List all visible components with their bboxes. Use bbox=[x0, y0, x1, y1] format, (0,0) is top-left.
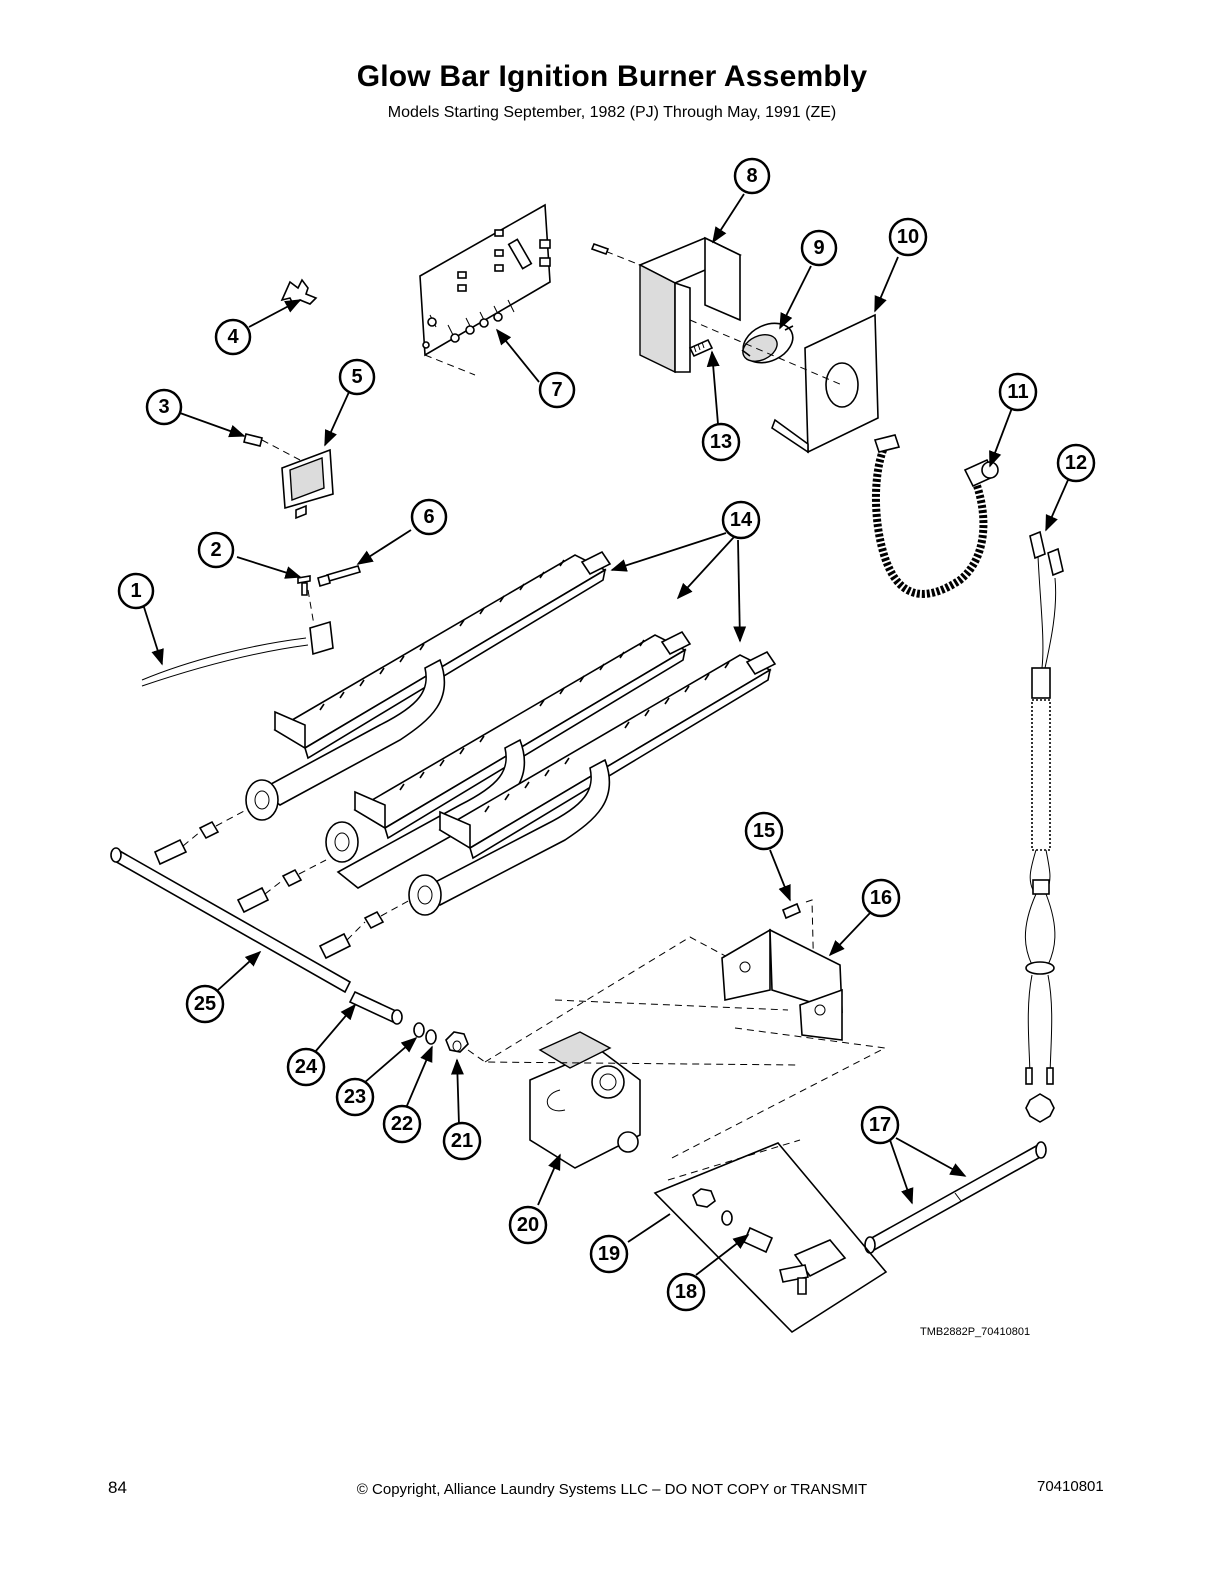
callout-22: 22 bbox=[382, 1104, 422, 1144]
svg-text:3: 3 bbox=[158, 396, 169, 418]
callout-7: 7 bbox=[538, 371, 576, 409]
part-24-nipple bbox=[348, 990, 403, 1025]
part-21-nut bbox=[445, 1031, 469, 1053]
svg-text:6: 6 bbox=[423, 506, 434, 528]
svg-text:2: 2 bbox=[210, 539, 221, 561]
part-16-valve-bracket bbox=[721, 928, 843, 1041]
svg-text:4: 4 bbox=[227, 326, 239, 348]
part-1-igniter-leads bbox=[141, 637, 309, 687]
callout-23: 23 bbox=[335, 1077, 375, 1117]
svg-text:12: 12 bbox=[1065, 452, 1087, 474]
callout-12: 12 bbox=[1056, 443, 1096, 483]
svg-text:20: 20 bbox=[517, 1214, 539, 1236]
callout-8: 8 bbox=[733, 157, 771, 195]
svg-text:19: 19 bbox=[598, 1243, 620, 1265]
callout-6: 6 bbox=[410, 498, 448, 536]
callout-11: 11 bbox=[998, 372, 1038, 412]
callout-3: 3 bbox=[145, 388, 183, 426]
burner-ports bbox=[319, 559, 730, 813]
svg-text:17: 17 bbox=[869, 1114, 891, 1136]
svg-text:8: 8 bbox=[746, 165, 757, 187]
svg-text:10: 10 bbox=[897, 226, 919, 248]
leader-lines bbox=[142, 193, 1069, 1276]
part-20-gas-valve bbox=[467, 936, 887, 1169]
svg-text:5: 5 bbox=[351, 366, 362, 388]
svg-text:7: 7 bbox=[551, 379, 562, 401]
svg-text:16: 16 bbox=[870, 887, 892, 909]
callout-19: 19 bbox=[589, 1234, 629, 1274]
part-12-wire-harness bbox=[1024, 530, 1064, 1123]
part-3-screw bbox=[243, 433, 263, 447]
drawing-id: TMB2882P_70410801 bbox=[920, 1326, 1031, 1338]
part-19-fitting-inset bbox=[653, 1142, 888, 1334]
callout-10: 10 bbox=[888, 217, 928, 257]
part-14-burner-bottom bbox=[408, 650, 777, 916]
part-6-glow-bar-igniter bbox=[307, 565, 362, 656]
part-23-o-ring bbox=[413, 1022, 425, 1038]
callout-25: 25 bbox=[185, 984, 225, 1024]
svg-text:24: 24 bbox=[295, 1056, 318, 1078]
part-22-o-ring bbox=[425, 1029, 437, 1045]
part-10-mounting-plate bbox=[689, 313, 879, 454]
callout-16: 16 bbox=[861, 878, 901, 918]
callout-17: 17 bbox=[860, 1105, 900, 1145]
svg-text:9: 9 bbox=[813, 237, 824, 259]
page-number: 84 bbox=[108, 1478, 127, 1497]
svg-text:25: 25 bbox=[194, 993, 216, 1015]
callout-4: 4 bbox=[214, 318, 252, 356]
callout-13: 13 bbox=[701, 422, 741, 462]
callout-5: 5 bbox=[338, 358, 376, 396]
callout-21: 21 bbox=[442, 1121, 482, 1161]
callout-14: 14 bbox=[721, 500, 761, 540]
svg-text:1: 1 bbox=[130, 580, 141, 602]
page-subtitle: Models Starting September, 1982 (PJ) Thr… bbox=[387, 104, 837, 121]
document-number: 70410801 bbox=[1037, 1478, 1104, 1495]
svg-text:23: 23 bbox=[344, 1086, 366, 1108]
copyright-notice: © Copyright, Alliance Laundry Systems LL… bbox=[356, 1481, 868, 1498]
svg-text:15: 15 bbox=[753, 820, 775, 842]
svg-text:22: 22 bbox=[391, 1113, 413, 1135]
svg-text:21: 21 bbox=[451, 1130, 473, 1152]
part-14-burner-middle bbox=[325, 630, 692, 889]
page-title: Glow Bar Ignition Burner Assembly bbox=[356, 60, 868, 93]
callout-20: 20 bbox=[508, 1205, 548, 1245]
part-14-burner-top bbox=[245, 550, 612, 821]
part-18-valve-fitting bbox=[667, 1139, 847, 1295]
burner-orifices bbox=[198, 809, 411, 930]
part-25-manifold bbox=[110, 831, 366, 994]
callout-18: 18 bbox=[666, 1272, 706, 1312]
part-7-circuit-board bbox=[419, 203, 551, 376]
callout-1: 1 bbox=[117, 572, 155, 610]
callout-2: 2 bbox=[197, 531, 235, 569]
svg-text:18: 18 bbox=[675, 1281, 697, 1303]
part-17-pipe-nipple bbox=[864, 1141, 1047, 1254]
callout-15: 15 bbox=[744, 811, 784, 851]
part-13-screw bbox=[688, 338, 714, 358]
callout-9: 9 bbox=[800, 229, 838, 267]
svg-text:13: 13 bbox=[710, 431, 732, 453]
callout-24: 24 bbox=[286, 1047, 326, 1087]
part-5-ignitor-bracket bbox=[261, 439, 334, 520]
part-4-wing-nut bbox=[280, 278, 318, 308]
svg-text:14: 14 bbox=[730, 509, 753, 531]
part-9-thermal-switch bbox=[741, 322, 794, 364]
part-8-bracket bbox=[590, 236, 742, 374]
svg-text:11: 11 bbox=[1007, 381, 1028, 403]
part-11-flex-conduit bbox=[871, 434, 999, 598]
